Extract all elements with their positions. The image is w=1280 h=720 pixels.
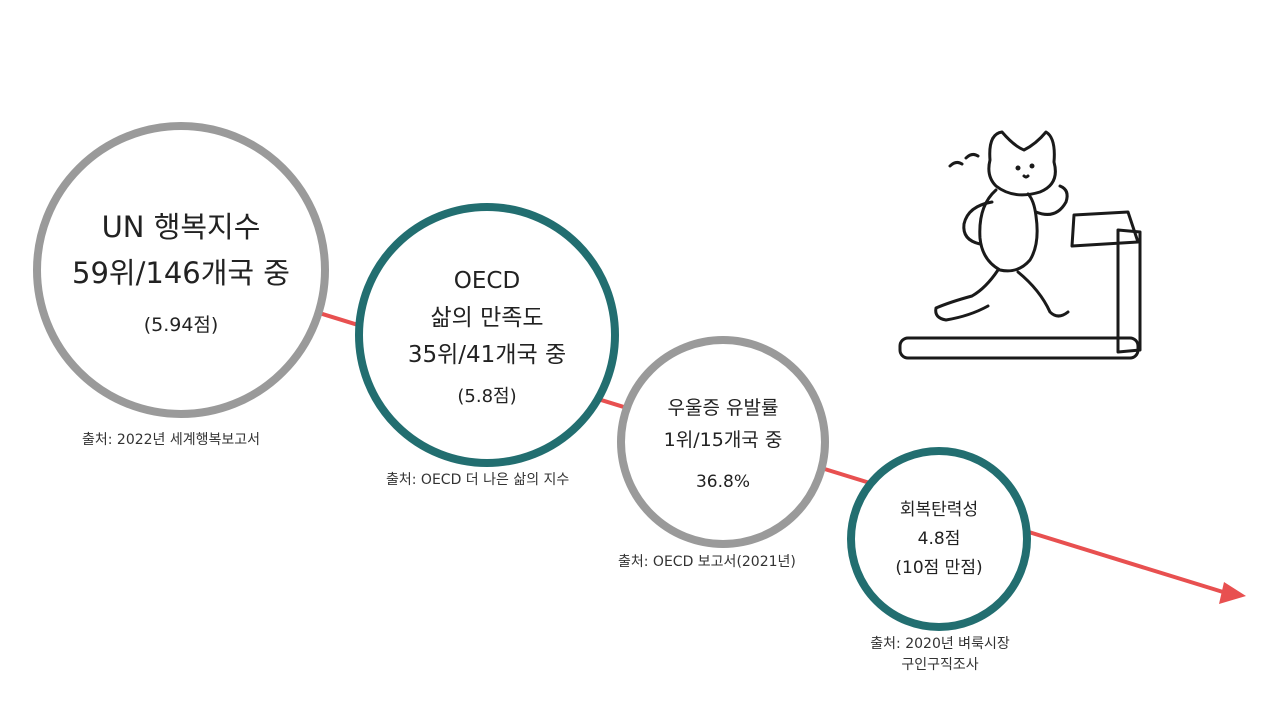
- source-caption: 출처: OECD 보고서(2021년): [618, 554, 796, 570]
- depression-rate-circle: 우울증 유발률 1위/15개국 중 36.8%: [617, 336, 829, 548]
- un-happiness-index-circle: UN 행복지수 59위/146개국 중 (5.94점): [33, 122, 329, 418]
- circle-line: 회복탄력성: [899, 499, 979, 520]
- circle-line: 35위/41개국 중: [407, 341, 567, 368]
- source-line: 구인구직조사: [901, 657, 979, 673]
- circle-detail: (5.8점): [457, 385, 517, 407]
- circle-line: 1위/15개국 중: [663, 429, 783, 451]
- circle-line: 4.8점: [917, 528, 961, 549]
- circle-line: 59위/146개국 중: [72, 255, 290, 290]
- circle-line: UN 행복지수: [101, 209, 261, 244]
- oecd-life-satisfaction-circle: OECD 삶의 만족도 35위/41개국 중 (5.8점): [355, 203, 619, 467]
- source-line: 출처: 2020년 벼룩시장: [870, 636, 1010, 652]
- source-caption: 출처: 2022년 세계행복보고서: [82, 432, 261, 448]
- circle-line: 삶의 만족도: [430, 304, 544, 331]
- arrowhead-icon: [1219, 582, 1246, 604]
- circle-line: OECD: [453, 267, 521, 294]
- source-caption: 출처: 2020년 벼룩시장 구인구직조사: [860, 634, 1020, 676]
- cat-running-on-treadmill-icon: [898, 130, 1142, 360]
- circle-line: 우울증 유발률: [667, 397, 779, 419]
- circle-line: (10점 만점): [895, 557, 983, 578]
- source-caption: 출처: OECD 더 나은 삶의 지수: [386, 472, 570, 488]
- circle-detail: 36.8%: [695, 472, 750, 492]
- resilience-circle: 회복탄력성 4.8점 (10점 만점): [847, 447, 1031, 631]
- circle-detail: (5.94점): [143, 313, 219, 336]
